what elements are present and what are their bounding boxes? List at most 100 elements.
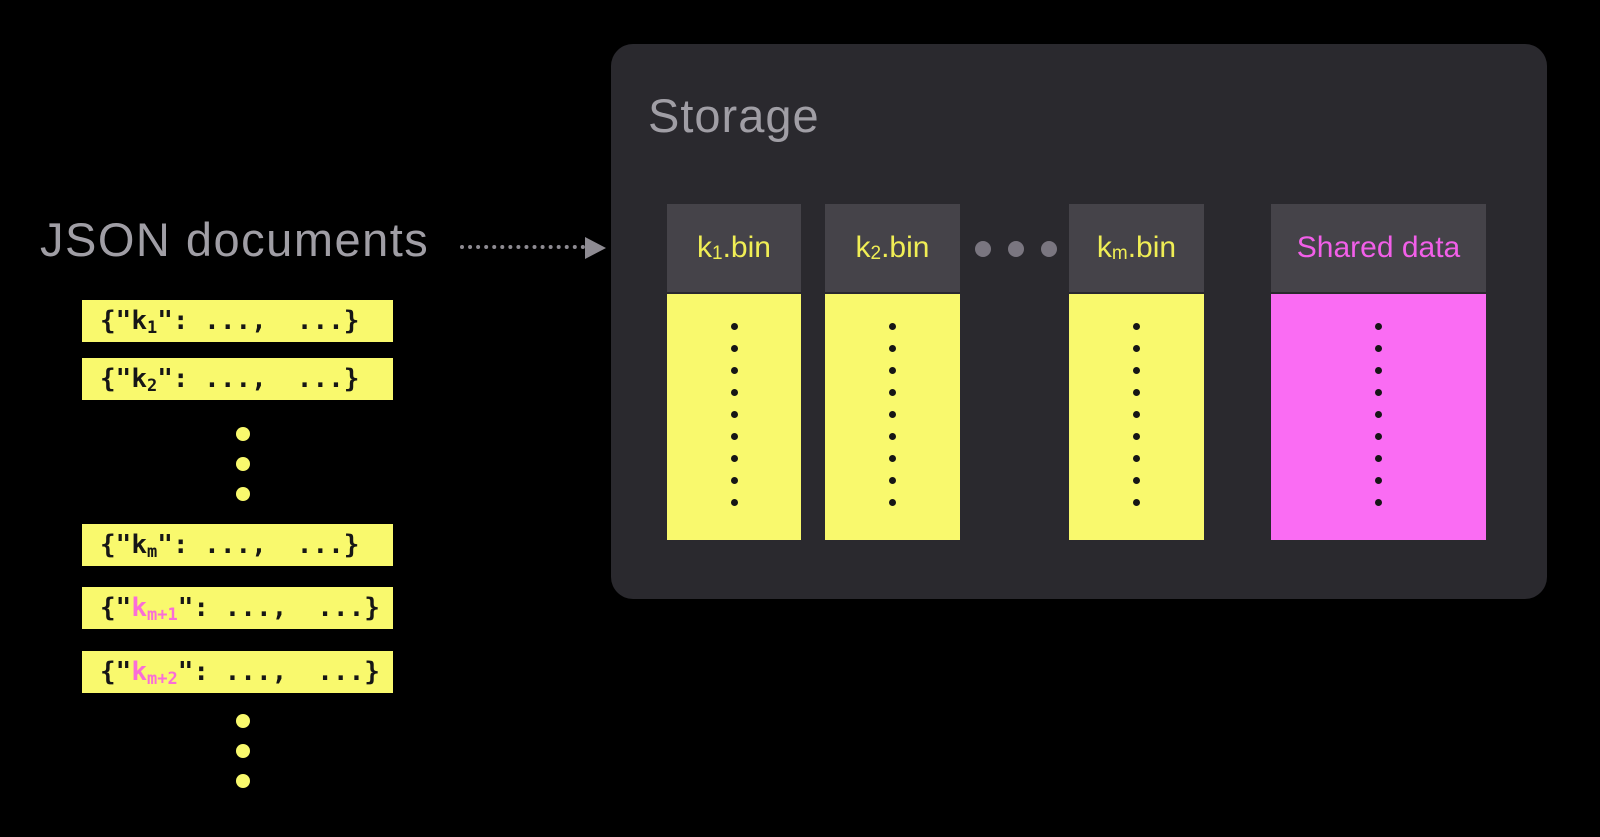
doc-open-brace: {" [100, 306, 132, 336]
black-dot-icon [730, 455, 738, 462]
doc-key-subscript: 1 [146, 318, 158, 338]
json-document-row: {"km+2": ...,...} [82, 651, 393, 693]
json-documents-label: JSON documents [40, 213, 430, 266]
black-dot-icon [1375, 345, 1382, 352]
doc-key: k [131, 657, 147, 687]
black-dot-icon [1375, 367, 1382, 374]
yellow-dot-icon [236, 774, 250, 788]
bin-name: k [1096, 231, 1112, 264]
black-dot-icon [1133, 389, 1140, 396]
doc-tail: ...} [317, 593, 380, 623]
dotted-arrow-line [460, 245, 585, 249]
yellow-dot-icon [236, 427, 250, 441]
storage-column-shared: Shared data [1271, 204, 1486, 540]
bin-body [1271, 294, 1486, 540]
black-dot-icon [1133, 367, 1140, 374]
json-document-row: {"km+1": ...,...} [82, 587, 393, 629]
black-dot-icon [730, 411, 738, 418]
black-dot-icon [730, 477, 738, 484]
doc-tail: ...} [296, 364, 360, 394]
bin-body [825, 294, 960, 540]
black-dot-icon [1375, 455, 1382, 462]
doc-key: k [131, 306, 147, 336]
doc-key: k [131, 530, 147, 560]
doc-key-subscript: m+1 [146, 605, 178, 625]
document-ellipsis-bottom [236, 714, 250, 788]
json-document-row: {"k1": ...,...} [82, 300, 393, 342]
shared-data-label: Shared data [1296, 231, 1461, 264]
doc-tail: ...} [296, 530, 360, 560]
black-dot-icon [1133, 499, 1140, 506]
doc-key-subscript: 2 [146, 376, 158, 396]
black-dot-icon [1133, 323, 1140, 330]
black-dot-icon [1375, 323, 1382, 330]
yellow-dot-icon [236, 457, 250, 471]
document-ellipsis-top [236, 427, 250, 501]
doc-separator: ": ..., [157, 306, 267, 336]
black-dot-icon [889, 499, 896, 506]
black-dot-icon [1133, 433, 1140, 440]
doc-key-subscript: m+2 [146, 669, 178, 689]
doc-separator: ": ..., [157, 364, 267, 394]
gray-dot-icon [975, 241, 991, 257]
black-dot-icon [1375, 389, 1382, 396]
black-dot-icon [889, 367, 896, 374]
black-dot-icon [1133, 345, 1140, 352]
storage-ellipsis [975, 241, 1057, 257]
black-dot-icon [730, 389, 738, 396]
bin-body [1069, 294, 1204, 540]
black-dot-icon [1133, 455, 1140, 462]
doc-separator: ": ..., [157, 530, 267, 560]
storage-title: Storage [648, 89, 820, 142]
arrow-head-icon [585, 237, 606, 259]
bin-extension: .bin [1127, 231, 1177, 264]
json-document-row: {"k2": ...,...} [82, 358, 393, 400]
doc-open-brace: {" [100, 657, 132, 687]
black-dot-icon [889, 389, 896, 396]
doc-separator: ": ..., [177, 657, 288, 687]
black-dot-icon [889, 433, 896, 440]
bin-extension: .bin [722, 231, 771, 264]
json-document-row: {"km": ...,...} [82, 524, 393, 566]
doc-open-brace: {" [100, 530, 132, 560]
bin-header: Shared data [1271, 204, 1486, 292]
black-dot-icon [889, 411, 896, 418]
black-dot-icon [730, 323, 738, 330]
doc-open-brace: {" [100, 593, 132, 623]
yellow-dot-icon [236, 744, 250, 758]
black-dot-icon [730, 367, 738, 374]
doc-tail: ...} [296, 306, 360, 336]
doc-open-brace: {" [100, 364, 132, 394]
black-dot-icon [1133, 477, 1140, 484]
black-dot-icon [1133, 411, 1140, 418]
black-dot-icon [889, 477, 896, 484]
doc-separator: ": ..., [177, 593, 288, 623]
bin-name: k [855, 231, 871, 264]
bin-name: k [697, 231, 713, 264]
black-dot-icon [1375, 477, 1382, 484]
yellow-dot-icon [236, 487, 250, 501]
doc-key: k [131, 593, 147, 623]
doc-key-subscript: m [146, 542, 158, 562]
bin-body [667, 294, 801, 540]
black-dot-icon [889, 455, 896, 462]
bin-name-subscript: m [1111, 242, 1128, 264]
bin-name-subscript: 1 [712, 242, 723, 264]
gray-dot-icon [1008, 241, 1024, 257]
gray-dot-icon [1041, 241, 1057, 257]
doc-key: k [131, 364, 147, 394]
bin-extension: .bin [881, 231, 930, 264]
yellow-dot-icon [236, 714, 250, 728]
black-dot-icon [1375, 411, 1382, 418]
black-dot-icon [1375, 499, 1382, 506]
doc-tail: ...} [317, 657, 380, 687]
black-dot-icon [730, 345, 738, 352]
